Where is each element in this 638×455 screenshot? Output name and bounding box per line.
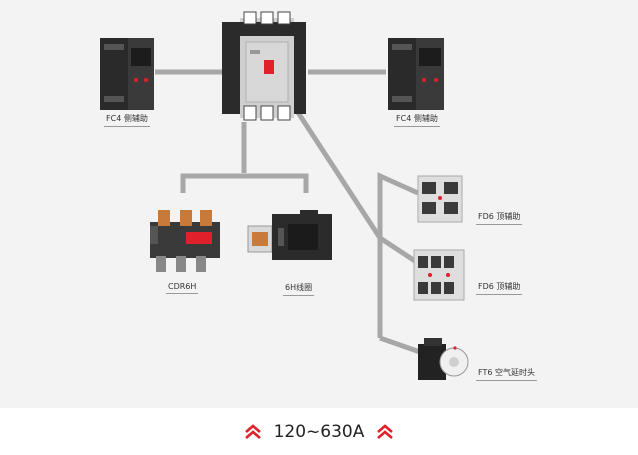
top-aux-1-image bbox=[417, 175, 463, 223]
diagram-graphics bbox=[100, 11, 469, 380]
relay-label: CDR6H bbox=[165, 282, 199, 294]
current-range-text: 120~630A bbox=[273, 421, 365, 442]
top-aux-2-label: FD6 顶辅助 bbox=[475, 282, 523, 295]
coil-label: 6H线圈 bbox=[282, 283, 315, 296]
timer-label: FT6 空气延时头 bbox=[476, 368, 537, 381]
side-aux-left-image bbox=[100, 38, 154, 110]
aux-right-label: FC4 侧辅助 bbox=[394, 114, 440, 127]
contactor-image bbox=[222, 11, 306, 121]
top-aux-1-label: FD6 顶辅助 bbox=[475, 212, 523, 225]
coil-image bbox=[247, 210, 332, 260]
accessory-diagram: FC4 侧辅助 FC4 侧辅助 CDR6H 6H线圈 FD6 顶辅助 FD6 顶… bbox=[0, 0, 638, 408]
footer-caption: 120~630A bbox=[0, 408, 638, 455]
double-chevron-up-icon bbox=[377, 423, 394, 439]
side-aux-right-image bbox=[388, 38, 444, 110]
double-chevron-up-icon bbox=[244, 423, 261, 439]
thermal-relay-image bbox=[150, 210, 220, 272]
air-timer-image bbox=[418, 338, 469, 380]
top-aux-2-image bbox=[413, 249, 465, 301]
aux-left-label: FC4 侧辅助 bbox=[104, 114, 150, 127]
